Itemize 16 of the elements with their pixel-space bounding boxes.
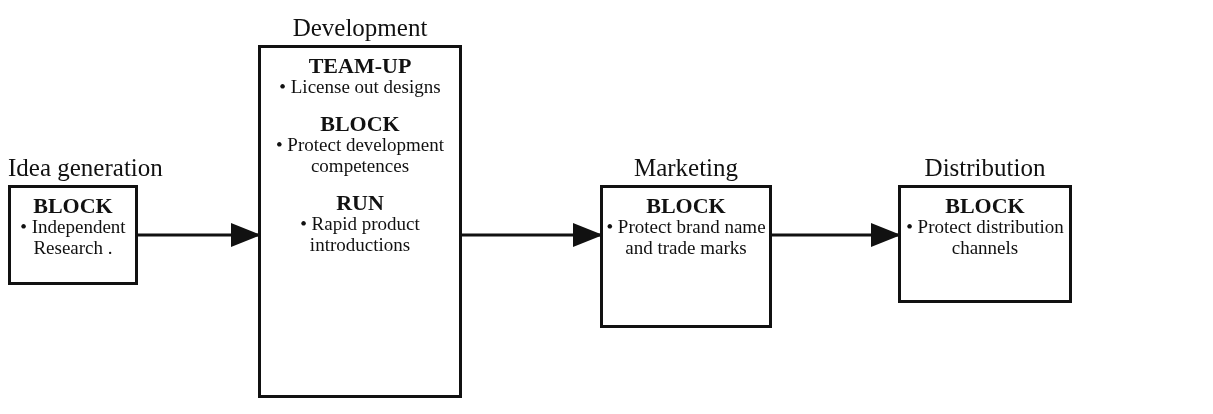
stage-heading: Development (292, 14, 428, 42)
strategy-description: • Independent Research . (19, 217, 127, 259)
strategy-description: • Rapid product introductions (299, 213, 421, 256)
stage-heading: Marketing (633, 154, 739, 182)
strategy-description: • Protect brand name and trade marks (605, 217, 767, 259)
stage-heading: Distribution (924, 154, 1046, 182)
strategy-description: • Protect development competences (274, 135, 446, 177)
strategy-description: • License out designs (278, 77, 442, 98)
strategy-heading: BLOCK (319, 112, 401, 136)
strategy-heading: BLOCK (944, 194, 1026, 218)
strategy-heading: BLOCK (645, 194, 727, 218)
stage-heading: Idea generation (8, 154, 163, 182)
strategy-heading: RUN (335, 190, 385, 214)
strategy-description: • Protect distribution channels (905, 217, 1065, 259)
strategy-heading: BLOCK (32, 194, 114, 218)
strategy-heading: TEAM-UP (307, 54, 413, 78)
